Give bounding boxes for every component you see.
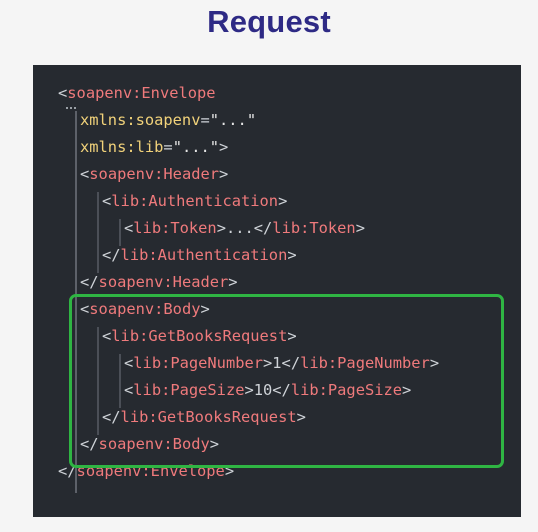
code-punctuation: < (58, 84, 68, 102)
code-punctuation: > (402, 381, 412, 399)
code-tag-name: lib:GetBooksRequest (120, 408, 297, 426)
code-punctuation: > (228, 273, 238, 291)
code-punctuation: < (80, 165, 90, 183)
code-attribute: xmlns:soapenv (80, 111, 201, 129)
code-punctuation: < (124, 354, 134, 372)
code-punctuation: = (200, 111, 210, 129)
code-punctuation: </ (102, 408, 121, 426)
code-tag-name: soapenv:Header (98, 273, 229, 291)
code-punctuation: < (124, 381, 134, 399)
indent-guide (119, 354, 121, 408)
code-tag-name: lib:Token (272, 219, 356, 237)
code-line: <lib:PageNumber>1</lib:PageNumber> (124, 350, 439, 377)
code-tag-name: lib:PageNumber (133, 354, 264, 372)
code-punctuation: >10</ (244, 381, 291, 399)
page-title: Request (207, 4, 331, 39)
code-punctuation: > (209, 435, 220, 453)
code-line: xmlns:lib="..."> (80, 134, 228, 161)
code-line: </soapenv:Body> (80, 431, 219, 458)
code-punctuation: > (296, 408, 306, 426)
code-punctuation: > (278, 192, 288, 210)
code-tag-name: lib:Authentication (120, 246, 288, 264)
code-punctuation: >...</ (216, 219, 273, 237)
code-line: </lib:Authentication> (102, 242, 297, 269)
indent-guide (75, 111, 77, 493)
code-attribute: xmlns:lib (80, 138, 164, 156)
code-punctuation: > (224, 462, 235, 480)
code-punctuation: > (355, 219, 365, 237)
code-string: "..." (172, 138, 220, 156)
code-line: <lib:Token>...</lib:Token> (124, 215, 365, 242)
body-highlight-box (69, 294, 504, 468)
code-line: <lib:PageSize>10</lib:PageSize> (124, 377, 411, 404)
code-punctuation: </ (80, 273, 99, 291)
code-line: <soapenv:Body> (80, 296, 210, 323)
code-tag-name: soapenv:Header (89, 165, 220, 183)
code-line: <soapenv:Envelope (58, 80, 216, 107)
indent-guide (119, 219, 121, 246)
code-line: xmlns:soapenv="..." (80, 107, 256, 134)
code-punctuation: < (124, 219, 134, 237)
code-punctuation: >1</ (263, 354, 301, 372)
indent-guide (97, 192, 99, 273)
code-line: </lib:GetBooksRequest> (102, 404, 306, 431)
code-punctuation: </ (102, 246, 121, 264)
code-tag-name: lib:Authentication (111, 192, 279, 210)
code-punctuation: > (219, 138, 229, 156)
code-tag-name: lib:PageSize (290, 381, 403, 399)
code-line: <lib:GetBooksRequest> (102, 323, 297, 350)
code-string: "..." (209, 111, 257, 129)
code-punctuation: > (287, 246, 297, 264)
code-punctuation: < (102, 192, 112, 210)
code-tag-name: soapenv:Body (89, 300, 201, 318)
code-punctuation: < (80, 300, 90, 318)
code-tag-name: lib:GetBooksRequest (111, 327, 288, 345)
code-punctuation: < (102, 327, 112, 345)
code-line: <soapenv:Header> (80, 161, 228, 188)
code-punctuation: = (163, 138, 173, 156)
code-punctuation: > (429, 354, 440, 372)
cursor-dots (66, 107, 78, 111)
code-tag-name: lib:PageNumber (300, 354, 430, 372)
code-punctuation: > (200, 300, 210, 318)
code-tag-name: soapenv:Envelope (67, 84, 216, 102)
code-tag-name: lib:PageSize (133, 381, 245, 399)
code-tag-name: soapenv:Body (98, 435, 210, 453)
code-punctuation: > (287, 327, 297, 345)
code-line: </soapenv:Header> (80, 269, 238, 296)
code-punctuation: > (219, 165, 229, 183)
indent-guide (97, 327, 99, 435)
code-line: <lib:Authentication> (102, 188, 287, 215)
code-punctuation: </ (80, 435, 99, 453)
code-tag-name: lib:Token (133, 219, 217, 237)
